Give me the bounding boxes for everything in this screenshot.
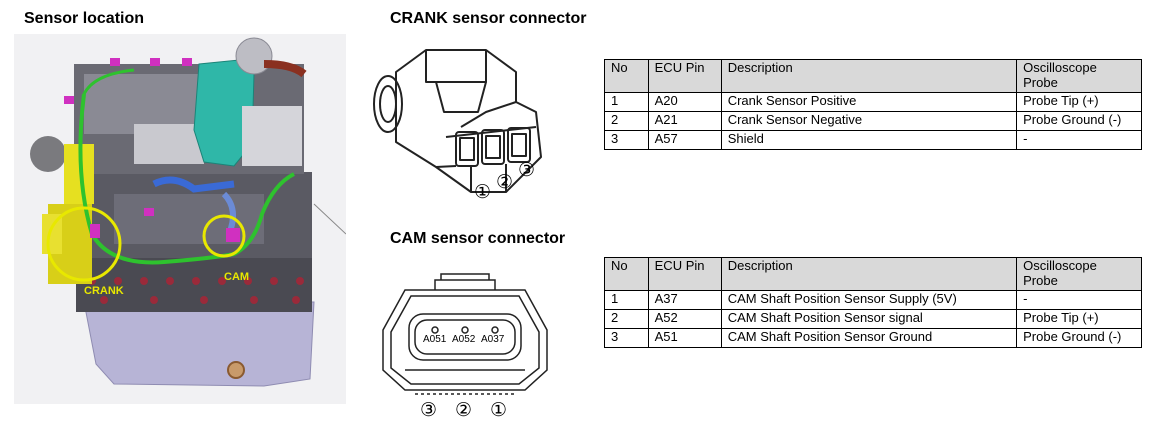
cell-probe: Probe Ground (-) — [1016, 111, 1142, 131]
cell-ecu-pin: A51 — [647, 328, 722, 348]
crank-pin-2-marker: ② — [496, 171, 513, 193]
table-row: 2 A21 Crank Sensor Negative Probe Ground… — [604, 111, 1142, 131]
cell-ecu-pin: A37 — [647, 290, 722, 310]
cell-probe: Probe Ground (-) — [1016, 328, 1142, 348]
crank-pin-3-marker: ③ — [518, 159, 535, 181]
col-header-probe: Oscilloscope Probe — [1016, 257, 1142, 291]
cell-description: CAM Shaft Position Sensor Ground — [720, 328, 1018, 348]
col-header-probe: Oscilloscope Probe — [1016, 59, 1142, 93]
cell-description: Crank Sensor Positive — [720, 92, 1018, 112]
crank-pin-table: No ECU Pin Description Oscilloscope Prob… — [604, 59, 1142, 150]
cell-no: 2 — [604, 111, 649, 131]
cam-cavity-a052: A052 — [452, 334, 476, 345]
cam-cavity-a037: A037 — [481, 334, 505, 345]
cell-ecu-pin: A52 — [647, 309, 722, 329]
cell-no: 1 — [604, 92, 649, 112]
cam-pin-table: No ECU Pin Description Oscilloscope Prob… — [604, 257, 1142, 348]
engine-illustration: CRANK CAM — [14, 34, 346, 404]
cam-pin-3-marker: ③ — [420, 399, 437, 420]
crank-callout-label: CRANK — [84, 285, 124, 297]
cell-probe: Probe Tip (+) — [1016, 92, 1142, 112]
col-header-ecu-pin: ECU Pin — [647, 59, 722, 93]
cam-cavity-a051: A051 — [423, 334, 447, 345]
table-row: 1 A37 CAM Shaft Position Sensor Supply (… — [604, 290, 1142, 310]
crank-pin-1-marker: ① — [474, 181, 491, 202]
table-header-row: No ECU Pin Description Oscilloscope Prob… — [604, 257, 1142, 291]
cam-pin-1-marker: ① — [490, 399, 507, 420]
cell-no: 3 — [604, 328, 649, 348]
cell-description: CAM Shaft Position Sensor signal — [720, 309, 1018, 329]
cell-ecu-pin: A20 — [647, 92, 722, 112]
cell-description: Shield — [720, 130, 1018, 150]
cell-probe: Probe Tip (+) — [1016, 309, 1142, 329]
cell-no: 3 — [604, 130, 649, 150]
col-header-no: No — [604, 59, 649, 93]
cam-connector-heading: CAM sensor connector — [390, 230, 566, 247]
table-row: 3 A51 CAM Shaft Position Sensor Ground P… — [604, 328, 1142, 348]
table-row: 2 A52 CAM Shaft Position Sensor signal P… — [604, 309, 1142, 329]
crank-connector-heading: CRANK sensor connector — [390, 10, 587, 27]
col-header-description: Description — [720, 59, 1018, 93]
sensor-location-heading: Sensor location — [24, 10, 145, 27]
cam-connector-drawing: A051 A052 A037 ③ ② ① — [382, 273, 548, 420]
cell-no: 1 — [604, 290, 649, 310]
cell-probe: - — [1016, 290, 1142, 310]
cell-ecu-pin: A21 — [647, 111, 722, 131]
cam-pin-2-marker: ② — [455, 399, 472, 420]
col-header-ecu-pin: ECU Pin — [647, 257, 722, 291]
col-header-no: No — [604, 257, 649, 291]
table-row: 1 A20 Crank Sensor Positive Probe Tip (+… — [604, 92, 1142, 112]
cell-no: 2 — [604, 309, 649, 329]
table-row: 3 A57 Shield - — [604, 130, 1142, 150]
cell-description: Crank Sensor Negative — [720, 111, 1018, 131]
cam-callout-label: CAM — [224, 271, 249, 283]
cell-probe: - — [1016, 130, 1142, 150]
cell-description: CAM Shaft Position Sensor Supply (5V) — [720, 290, 1018, 310]
crank-connector-drawing: ① ② ③ — [373, 49, 542, 202]
col-header-description: Description — [720, 257, 1018, 291]
table-header-row: No ECU Pin Description Oscilloscope Prob… — [604, 59, 1142, 93]
cell-ecu-pin: A57 — [647, 130, 722, 150]
